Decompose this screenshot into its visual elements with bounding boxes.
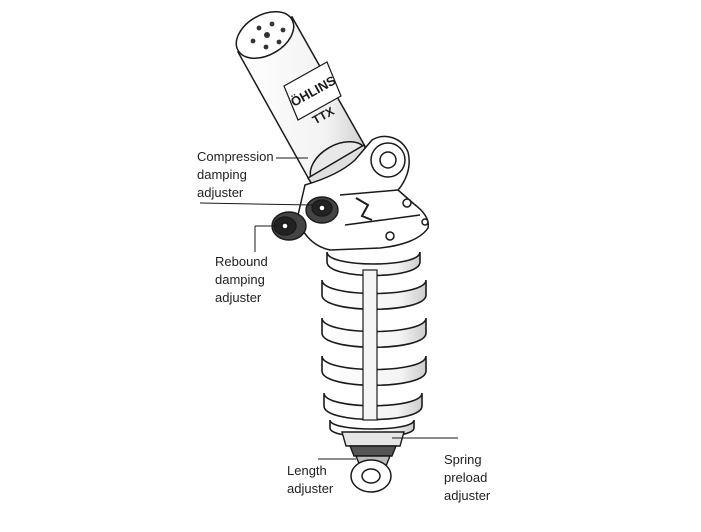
label-line: damping bbox=[215, 272, 265, 287]
label-line: Spring bbox=[444, 452, 482, 467]
label-line: preload bbox=[444, 470, 488, 485]
label-line: Rebound bbox=[215, 254, 268, 269]
compression-adjuster-knob bbox=[305, 196, 339, 224]
label-compression-damping-adjuster: Compression damping adjuster bbox=[197, 148, 274, 202]
label-line: Length bbox=[287, 463, 327, 478]
label-line: adjuster bbox=[215, 290, 262, 305]
reservoir-cap-bolts bbox=[250, 21, 286, 50]
label-line: damping bbox=[197, 167, 247, 182]
leader-lines bbox=[199, 157, 458, 460]
rebound-adjuster-knob bbox=[271, 211, 307, 241]
label-line: Compression bbox=[197, 149, 274, 164]
label-length-adjuster: Length adjuster bbox=[287, 462, 333, 498]
leader-compression bbox=[199, 202, 313, 206]
label-spring-preload-adjuster: Spring preload adjuster bbox=[444, 451, 490, 505]
bottom-mount-eye bbox=[350, 459, 392, 493]
label-rebound-damping-adjuster: Rebound damping adjuster bbox=[215, 253, 268, 307]
label-line: adjuster bbox=[287, 481, 334, 496]
damper-shaft bbox=[362, 269, 378, 421]
label-line: adjuster bbox=[444, 488, 491, 503]
label-line: adjuster bbox=[197, 185, 244, 200]
